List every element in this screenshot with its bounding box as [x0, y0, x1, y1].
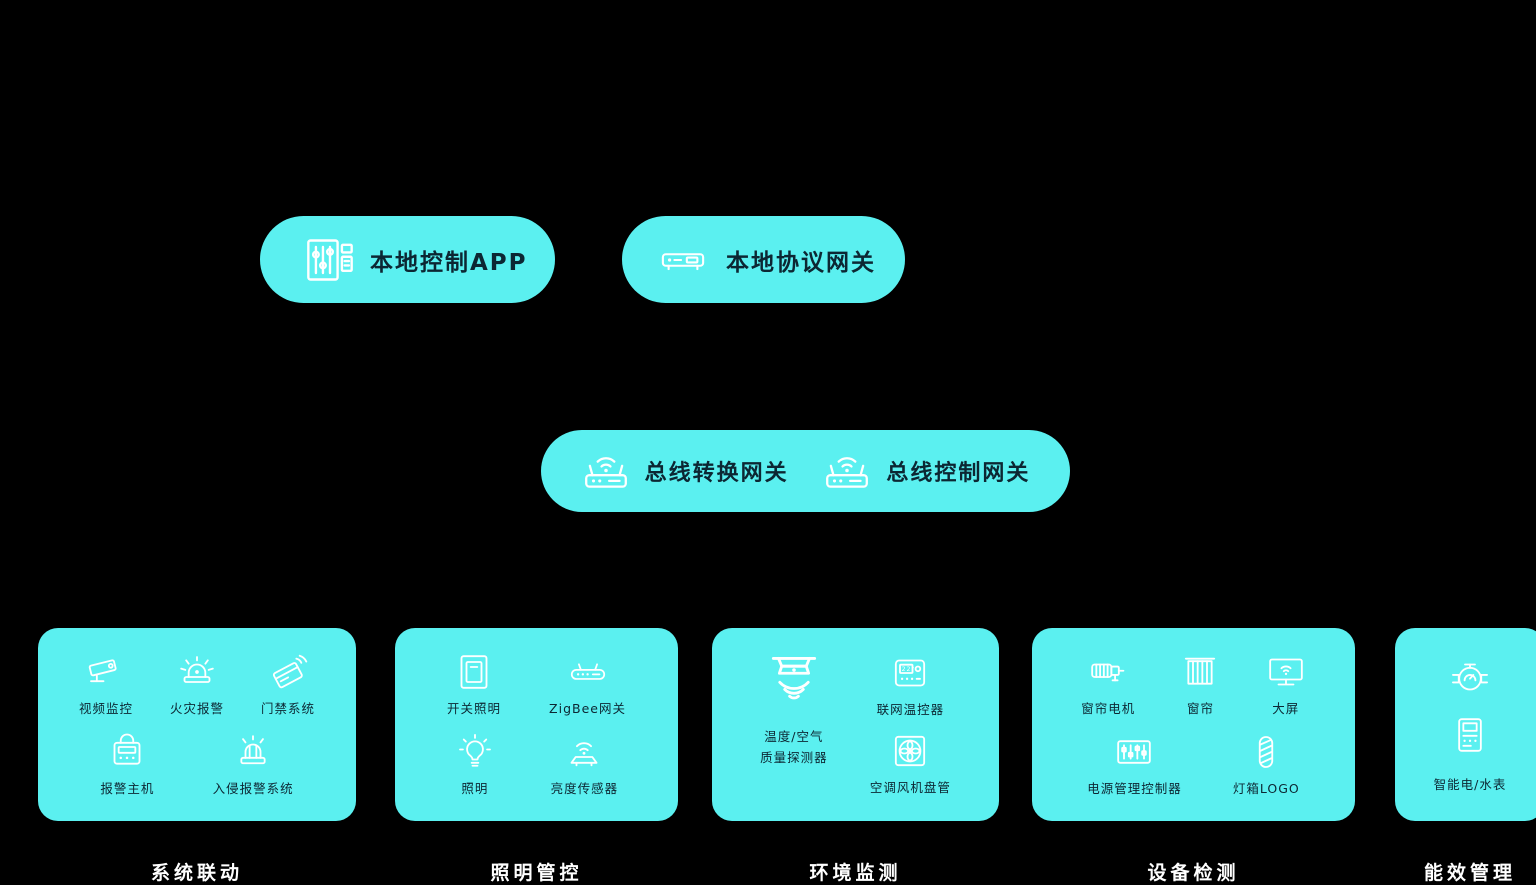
- device-label: 联网温控器: [876, 702, 945, 717]
- water-meter-icon: [1450, 657, 1490, 697]
- device-item: 报警主机: [100, 732, 154, 797]
- alarm-host-icon: [107, 732, 147, 772]
- thermostat-icon: [890, 653, 930, 693]
- bus-convert-gateway: 总线转换网关: [581, 446, 789, 496]
- group-card-energy-management: 智能电/水表: [1395, 628, 1536, 821]
- device-item: 火灾报警: [170, 652, 224, 717]
- device-label: 亮度传感器: [550, 780, 619, 796]
- device-label: 照明: [461, 780, 489, 796]
- brightness-sensor-icon: [564, 732, 604, 772]
- group-card-device-detection: 窗帘电机 窗帘 大屏 电源管理控制器 灯箱LOGO: [1032, 628, 1355, 821]
- electric-meter-icon: [1450, 715, 1490, 755]
- group-title-device-detection: 设备检测: [1147, 862, 1240, 884]
- access-control-icon: [268, 652, 308, 692]
- intrusion-siren-icon: [233, 732, 273, 772]
- node-bus-gateways: 总线转换网关 总线控制网关: [541, 430, 1070, 512]
- device-label-line1: 温度/空气: [764, 729, 824, 744]
- zigbee-gateway-icon: [562, 654, 614, 692]
- device-label: 入侵报警系统: [212, 780, 294, 796]
- wifi-router-icon: [822, 446, 872, 496]
- lightbox-logo-icon: [1246, 732, 1286, 772]
- device-label: 温度/空气 质量探测器: [760, 726, 828, 769]
- device-item: 联网温控器: [870, 653, 951, 718]
- device-item: 大屏: [1266, 652, 1306, 717]
- device-label: 视频监控: [78, 701, 133, 717]
- device-item: 门禁系统: [261, 652, 315, 717]
- node-label: 本地协议网关: [726, 249, 876, 276]
- device-item: 窗帘电机: [1081, 652, 1135, 717]
- group-card-lighting-control: 开关照明 ZigBee网关 照明 亮度传感器: [395, 628, 678, 821]
- node-label: 总线控制网关: [886, 461, 1031, 486]
- device-item: 入侵报警系统: [213, 732, 294, 797]
- group-title-lighting-control: 照明管控: [490, 862, 583, 884]
- device-label: 火灾报警: [169, 701, 224, 717]
- node-local-control-app: 本地控制APP: [260, 216, 555, 303]
- fan-coil-icon: [890, 731, 930, 771]
- bus-control-gateway: 总线控制网关: [822, 446, 1030, 496]
- group-card-system-linkage: 视频监控 火灾报警 门禁系统 报警主机 入侵报警系统: [38, 628, 356, 821]
- group-card-environment-monitoring: 温度/空气 质量探测器 联网温控器 空调风机盘管: [712, 628, 999, 821]
- smoke-detector-icon: [763, 650, 825, 712]
- device-label: 电源管理控制器: [1087, 780, 1182, 796]
- device-item: ZigBee网关: [549, 654, 626, 717]
- card-row: 窗帘电机 窗帘 大屏: [1036, 652, 1351, 717]
- device-label: 灯箱LOGO: [1232, 780, 1300, 796]
- curtain-motor-icon: [1088, 652, 1128, 692]
- group-title-system-linkage: 系统联动: [150, 862, 243, 884]
- device-item: 亮度传感器: [551, 732, 619, 797]
- device-label: ZigBee网关: [549, 701, 626, 717]
- power-management-icon: [1114, 732, 1154, 772]
- node-local-protocol-gateway: 本地协议网关: [622, 216, 905, 303]
- card-row: 报警主机 入侵报警系统: [42, 732, 352, 797]
- light-bulb-icon: [455, 732, 495, 772]
- device-label: 开关照明: [447, 701, 502, 717]
- device-item: 照明: [455, 732, 495, 797]
- card-row: 视频监控 火灾报警 门禁系统: [42, 652, 352, 717]
- device-label: 门禁系统: [260, 701, 315, 717]
- device-item: 开关照明: [447, 652, 501, 717]
- device-label-line2: 质量探测器: [760, 750, 828, 766]
- device-item: 视频监控: [79, 652, 133, 717]
- card-row: 照明 亮度传感器: [399, 732, 674, 797]
- device-label: 智能电/水表: [1433, 776, 1507, 792]
- protocol-gateway-icon: [654, 237, 712, 283]
- fire-alarm-icon: [177, 652, 217, 692]
- card-row: 开关照明 ZigBee网关: [399, 652, 674, 717]
- node-label: 本地控制APP: [370, 249, 528, 276]
- device-item: 窗帘: [1180, 652, 1220, 717]
- device-item: 空调风机盘管: [870, 731, 951, 796]
- control-panel-icon: [304, 234, 356, 286]
- group-title-energy-management: 能效管理: [1423, 862, 1516, 884]
- device-label: 窗帘电机: [1081, 701, 1136, 717]
- device-item: 灯箱LOGO: [1233, 732, 1300, 797]
- display-screen-icon: [1266, 652, 1306, 692]
- node-label: 总线转换网关: [644, 461, 789, 486]
- wifi-router-icon: [581, 446, 631, 496]
- device-label: 窗帘: [1186, 701, 1214, 717]
- device-label: 空调风机盘管: [869, 780, 951, 795]
- cctv-camera-icon: [86, 652, 126, 692]
- group-title-environment-monitoring: 环境监测: [809, 862, 902, 884]
- wall-switch-icon: [454, 652, 494, 692]
- device-label: 大屏: [1272, 701, 1300, 717]
- curtain-icon: [1180, 652, 1220, 692]
- card-column: 联网温控器 空调风机盘管: [870, 640, 951, 809]
- device-label: 报警主机: [100, 780, 155, 796]
- device-item: 电源管理控制器: [1087, 732, 1182, 797]
- card-row: 电源管理控制器 灯箱LOGO: [1036, 732, 1351, 797]
- device-item: 温度/空气 质量探测器: [760, 640, 828, 809]
